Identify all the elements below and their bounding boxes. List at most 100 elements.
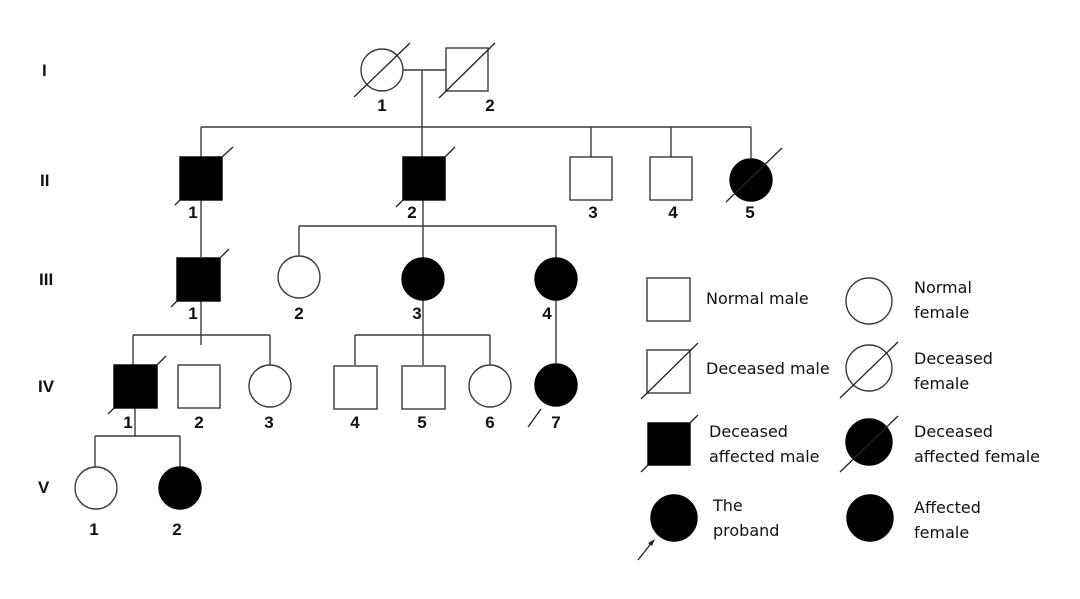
deceased-slash-tail	[395, 199, 404, 208]
deceased-slash	[156, 355, 167, 366]
individual-label: 2	[485, 96, 494, 115]
deceased-slash-tail	[170, 300, 178, 308]
legend-item-proband: The proband	[637, 494, 779, 561]
generation-labels: I II III IV V	[38, 61, 55, 497]
individual-iv-4: 4	[333, 365, 378, 432]
male-symbol	[569, 156, 613, 201]
individual-iii-4: 4	[534, 257, 578, 323]
individual-label: 4	[350, 413, 360, 432]
generation-label-v: V	[38, 478, 50, 497]
individual-i-2: 2	[438, 42, 496, 115]
individual-label: 1	[123, 413, 132, 432]
individual-label: 7	[551, 413, 560, 432]
individual-label: 2	[194, 413, 203, 432]
legend-label: female	[914, 303, 969, 322]
proband-arrow-icon	[527, 408, 542, 428]
deceased-slash	[444, 146, 456, 158]
individual-label: 5	[745, 203, 754, 222]
individual-ii-2: 2	[395, 146, 456, 222]
deceased-slash-tail	[174, 199, 181, 206]
individual-v-2: 2	[158, 466, 202, 539]
deceased-slash	[219, 248, 230, 259]
legend-deceased-affected-male-icon	[647, 422, 691, 466]
individual-iv-3: 3	[248, 364, 292, 432]
legend-normal-female-icon	[845, 277, 893, 325]
female-symbol	[468, 364, 512, 408]
male-symbol	[177, 364, 221, 409]
legend-label: proband	[713, 521, 779, 540]
individual-iii-2: 2	[277, 255, 321, 323]
deceased-slash	[839, 341, 899, 399]
male-symbol	[113, 364, 158, 409]
individual-ii-5: 5	[725, 147, 783, 222]
legend-label: Affected	[914, 498, 981, 517]
legend-item-deceased-male: Deceased male	[640, 342, 830, 400]
legend-normal-male-icon	[646, 277, 691, 322]
deceased-slash	[689, 414, 699, 424]
legend-item-deceased-affected-male: Deceased affected male	[640, 414, 820, 473]
male-symbol	[179, 156, 223, 201]
legend-label: Normal male	[706, 289, 809, 308]
legend-label: affected female	[914, 447, 1040, 466]
individual-label: 1	[188, 203, 197, 222]
legend: Normal male Normal female Deceased male …	[637, 277, 1040, 561]
individual-iii-3: 3	[401, 257, 445, 323]
pedigree-lines	[94, 69, 752, 467]
individual-label: 1	[89, 520, 98, 539]
individual-label: 4	[542, 304, 552, 323]
individual-iv-7: 7	[527, 363, 578, 432]
female-symbol	[534, 257, 578, 301]
generation-label-i: I	[42, 61, 47, 80]
legend-deceased-affected-female-icon	[845, 418, 893, 466]
legend-item-normal-male: Normal male	[646, 277, 809, 322]
female-symbol	[248, 364, 292, 408]
female-symbol	[158, 466, 202, 510]
individual-ii-3: 3	[569, 156, 613, 222]
deceased-slash	[725, 147, 783, 203]
deceased-slash-tail	[107, 407, 115, 415]
legend-label: Normal	[914, 278, 972, 297]
individual-label: 2	[407, 203, 416, 222]
individual-iv-2: 2	[177, 364, 221, 432]
female-symbol	[277, 255, 321, 299]
individual-label: 3	[588, 203, 597, 222]
individual-label: 1	[377, 96, 386, 115]
legend-label: The	[712, 496, 743, 515]
legend-item-deceased-female: Deceased female	[839, 341, 993, 399]
legend-label: Deceased	[914, 422, 993, 441]
male-symbol	[333, 365, 378, 410]
generation-label-iii: III	[39, 270, 53, 289]
individual-iii-1: 1	[170, 248, 230, 323]
individuals: 1 2 1 2 3 4	[74, 42, 783, 539]
legend-label: Deceased male	[706, 359, 830, 378]
individual-label: 1	[188, 304, 197, 323]
legend-affected-female-icon	[846, 494, 894, 542]
individual-label: 6	[485, 413, 494, 432]
individual-v-1: 1	[74, 466, 118, 539]
individual-label: 2	[294, 304, 303, 323]
legend-proband-icon	[650, 494, 698, 542]
legend-deceased-female-icon	[845, 344, 893, 392]
male-symbol	[176, 257, 221, 302]
female-symbol	[534, 363, 578, 407]
legend-label: Deceased	[709, 422, 788, 441]
female-symbol	[74, 466, 118, 510]
individual-label: 2	[172, 520, 181, 539]
deceased-slash	[221, 146, 234, 158]
legend-label: affected male	[709, 447, 820, 466]
legend-item-deceased-affected-female: Deceased affected female	[839, 415, 1040, 473]
legend-item-affected-female: Affected female	[846, 494, 981, 542]
individual-label: 3	[264, 413, 273, 432]
female-symbol	[401, 257, 445, 301]
individual-iv-1: 1	[107, 355, 167, 432]
male-symbol	[649, 156, 693, 201]
individual-iv-5: 5	[401, 365, 446, 432]
legend-label: Deceased	[914, 349, 993, 368]
legend-label: female	[914, 523, 969, 542]
male-symbol	[401, 365, 446, 410]
deceased-slash	[839, 415, 899, 473]
deceased-slash	[438, 42, 496, 99]
deceased-slash	[353, 42, 411, 98]
individual-label: 5	[417, 413, 426, 432]
